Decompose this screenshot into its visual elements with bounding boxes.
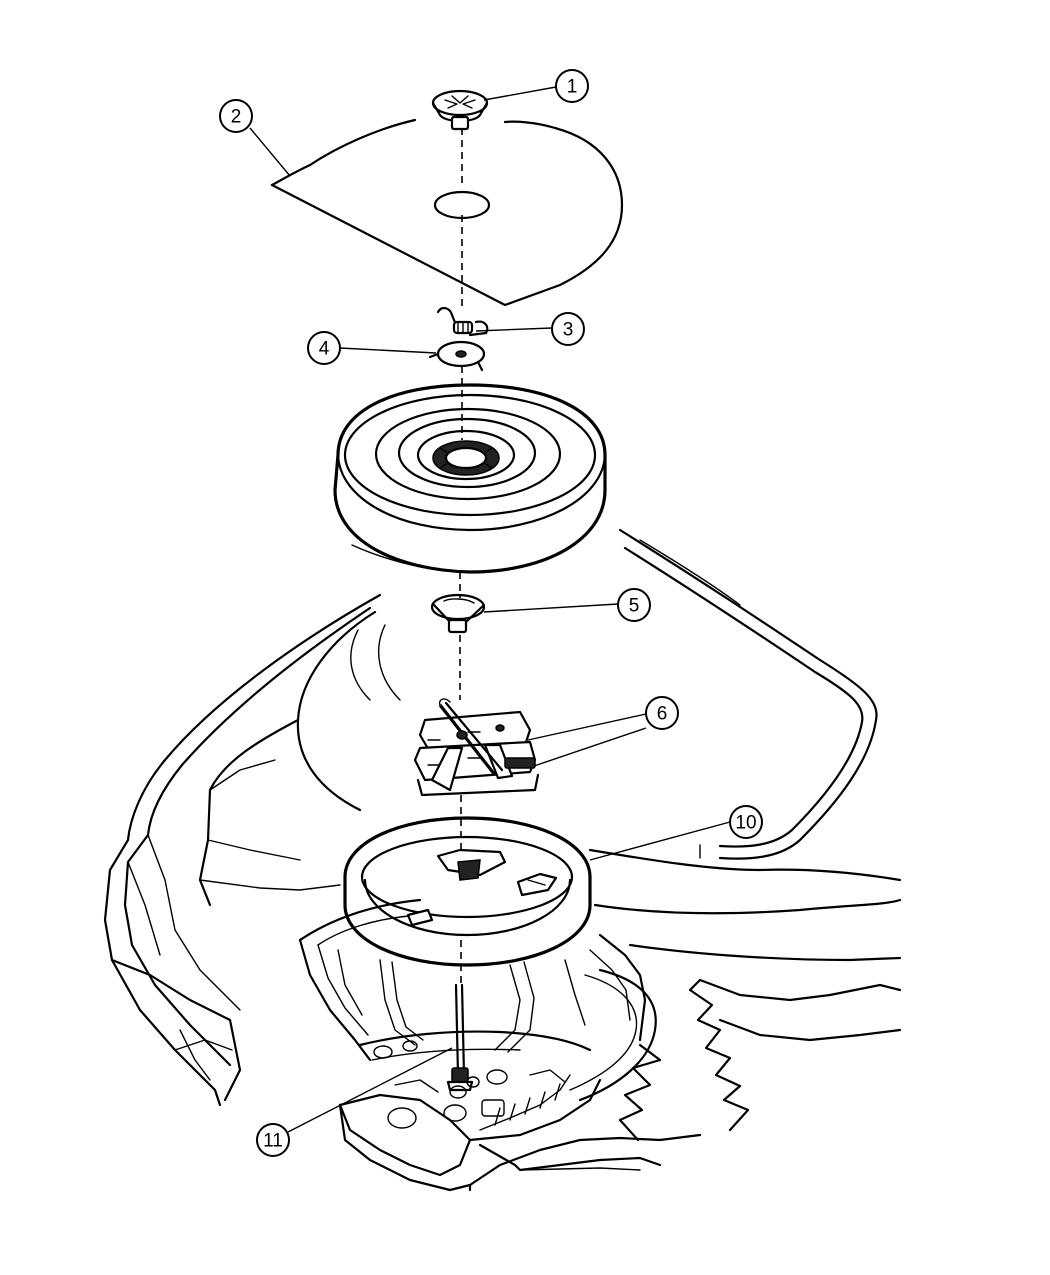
- trunk-body: [103, 528, 902, 1192]
- wing-nut: [436, 306, 489, 337]
- callout-2: 2: [219, 99, 253, 133]
- hold-down-bolt: [446, 983, 474, 1092]
- callout-3-label: 3: [563, 320, 574, 341]
- callout-10-label: 10: [735, 813, 756, 834]
- spare-tire: [333, 383, 607, 574]
- load-floor-cover: [270, 118, 624, 307]
- spacer-cone: [430, 593, 486, 634]
- callout-11: 11: [256, 1123, 290, 1157]
- leader-11: [287, 1047, 453, 1133]
- callout-4-label: 4: [319, 339, 330, 360]
- leader-6b: [533, 727, 647, 767]
- leader-6a: [527, 713, 647, 741]
- callout-1-label: 1: [567, 77, 578, 98]
- hold-down-knob: [431, 89, 489, 131]
- retainer-washer: [428, 340, 486, 372]
- callout-3: 3: [551, 312, 585, 346]
- leader-1: [483, 86, 557, 101]
- callout-6: 6: [645, 696, 679, 730]
- callout-6-label: 6: [657, 704, 668, 725]
- scissor-jack: [413, 698, 540, 797]
- leader-5: [483, 603, 619, 613]
- callout-10: 10: [729, 805, 763, 839]
- leader-10: [589, 821, 731, 861]
- callout-5-label: 5: [629, 596, 640, 617]
- leader-3: [475, 327, 553, 332]
- callout-4: 4: [307, 331, 341, 365]
- leader-2: [249, 127, 291, 177]
- leader-4: [339, 347, 437, 354]
- spare-tire-tray: [343, 816, 592, 967]
- callout-1: 1: [555, 69, 589, 103]
- callout-5: 5: [617, 588, 651, 622]
- callout-2-label: 2: [231, 107, 242, 128]
- callout-11-label: 11: [263, 1131, 283, 1152]
